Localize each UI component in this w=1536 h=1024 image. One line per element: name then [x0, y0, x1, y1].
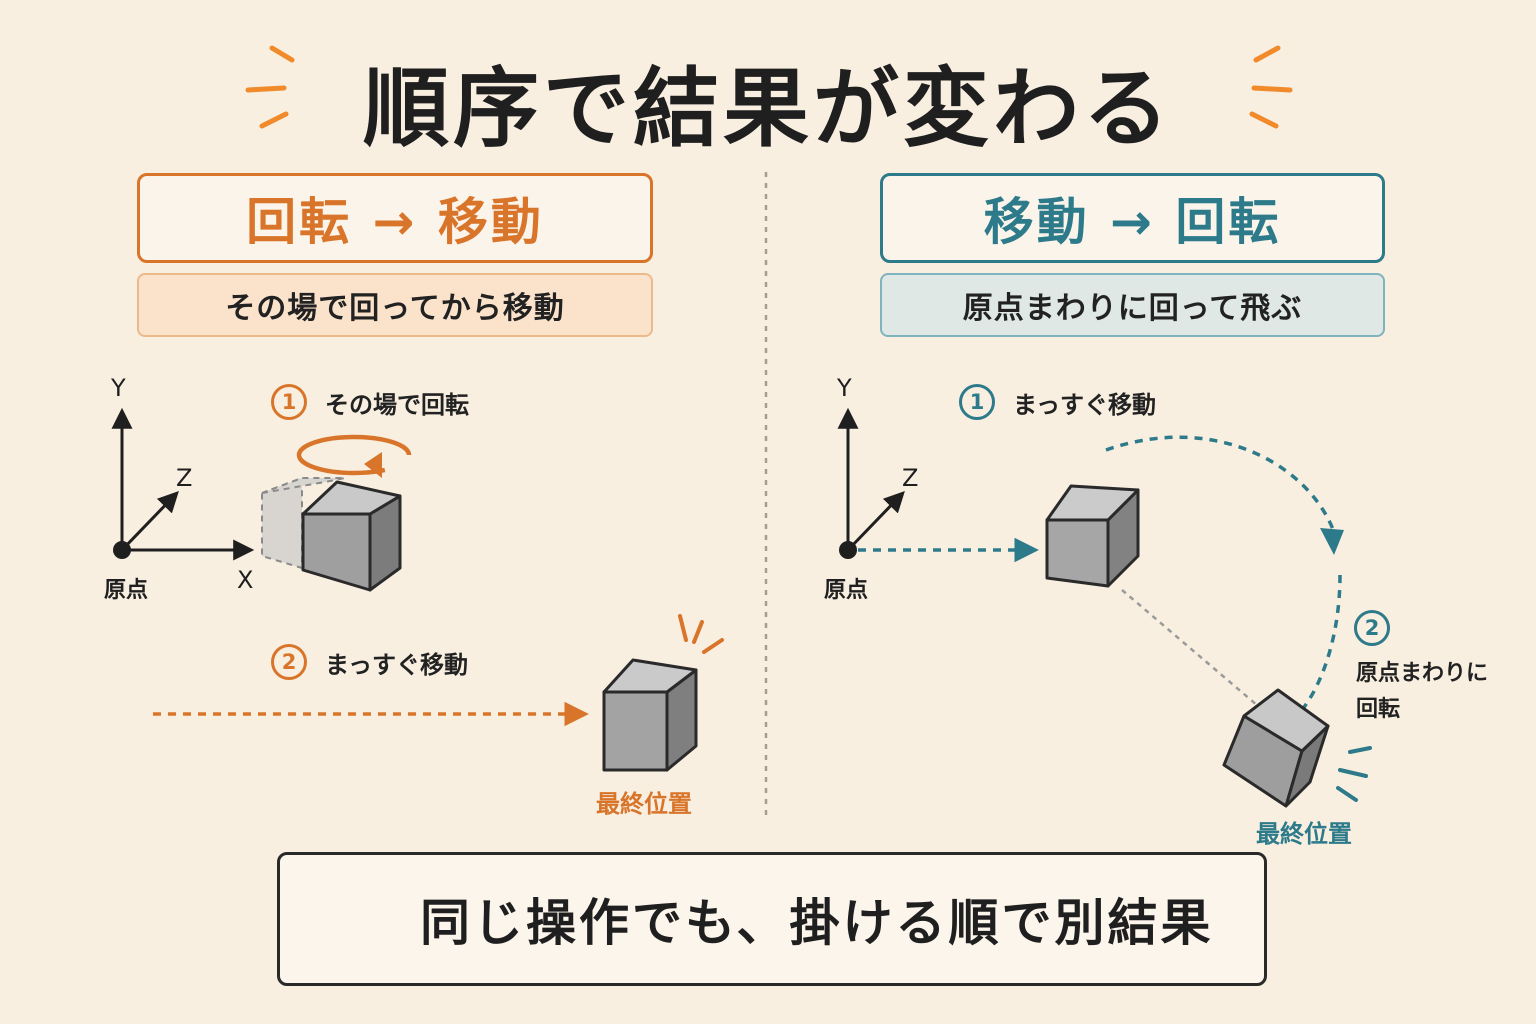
left-final-sparkle-icon [678, 614, 724, 654]
right-origin-point [839, 541, 857, 559]
left-axis-z-label: Z [176, 464, 193, 492]
left-step-1: 1 その場で回転 [271, 384, 469, 420]
right-final-sparkle-icon [1336, 746, 1372, 802]
left-final-label: 最終位置 [596, 790, 692, 818]
rotation-arc-arrow [1105, 435, 1340, 546]
left-axes [111, 407, 255, 561]
right-step-2-line-2: 回転 [1356, 697, 1401, 722]
left-origin-point [113, 541, 131, 559]
right-step-1-number: 1 [959, 384, 995, 420]
left-header: 回転 → 移動 [137, 173, 653, 263]
left-step-2: 2 まっすぐ移動 [271, 644, 468, 680]
takeaway-box: 同じ操作でも、掛ける順で別結果 [277, 852, 1267, 986]
left-axis-x-label: X [237, 566, 254, 594]
cube-right-final [1222, 688, 1330, 808]
left-axis-y-label: Y [111, 374, 126, 402]
cube-right-translated [1045, 484, 1140, 588]
right-final-label: 最終位置 [1256, 820, 1352, 848]
radius-guide-line [1121, 589, 1259, 707]
right-step-2-line-1: 原点まわりに [1356, 661, 1489, 686]
rotation-arrow-icon [296, 434, 412, 478]
left-origin-label: 原点 [104, 578, 149, 603]
right-step-2: 2 [1354, 610, 1408, 646]
left-step-1-number: 1 [271, 384, 307, 420]
right-header: 移動 → 回転 [880, 173, 1385, 263]
left-step-2-text: まっすぐ移動 [325, 650, 469, 679]
right-step-1-text: まっすぐ移動 [1013, 390, 1157, 419]
title-sparkle-left-icon [245, 45, 295, 129]
right-step-1: 1 まっすぐ移動 [959, 384, 1156, 420]
page-title: 順序で結果が変わる [363, 59, 1173, 159]
left-step-2-number: 2 [271, 644, 307, 680]
right-subtitle: 原点まわりに回って飛ぶ [880, 273, 1385, 337]
left-subtitle: その場で回ってから移動 [137, 273, 653, 337]
right-axis-y-label: Y [837, 374, 852, 402]
rotation-arc-tail [1300, 574, 1342, 712]
cube-left-rotated [301, 480, 402, 592]
right-step-2-text: 原点まわりに 回転 [1356, 656, 1488, 728]
right-axis-z-label: Z [902, 464, 919, 492]
rotation-arc-arrowhead-icon [1320, 528, 1344, 555]
cube-left-final [602, 658, 698, 772]
right-step-2-number: 2 [1354, 610, 1390, 646]
right-origin-label: 原点 [824, 578, 869, 603]
right-axes [837, 407, 905, 552]
title-sparkle-right-icon [1249, 45, 1293, 129]
takeaway-text: 同じ操作でも、掛ける順で別結果 [420, 894, 1214, 952]
left-step-1-text: その場で回転 [325, 390, 469, 419]
